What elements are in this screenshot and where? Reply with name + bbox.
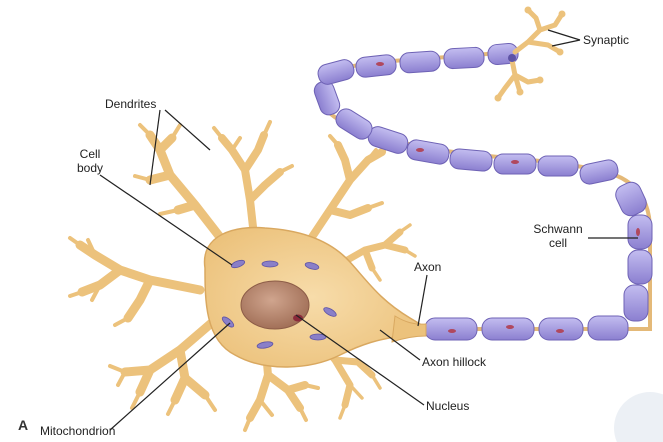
panel-letter: A: [18, 418, 28, 432]
label-axon-hillock: Axon hillock: [422, 355, 486, 369]
label-cell-body-line1: Cell: [72, 147, 108, 161]
label-axon: Axon: [414, 260, 441, 274]
label-mitochondrion: Mitochondrion: [40, 424, 115, 438]
schwann-nuclei: [376, 62, 640, 333]
axon-terminal-node: [508, 54, 516, 62]
label-nucleus: Nucleus: [426, 399, 469, 413]
label-synaptic: Synaptic: [583, 33, 629, 47]
decorative-circle: [614, 392, 663, 442]
nucleus-shape: [241, 281, 309, 329]
nucleolus-shape: [293, 315, 303, 322]
label-schwann-cell: Schwann cell: [528, 222, 588, 250]
label-schwann-line2: cell: [528, 236, 588, 250]
label-schwann-line1: Schwann: [528, 222, 588, 236]
label-dendrites: Dendrites: [105, 97, 156, 111]
label-cell-body-line2: body: [72, 161, 108, 175]
label-cell-body: Cell body: [72, 147, 108, 175]
